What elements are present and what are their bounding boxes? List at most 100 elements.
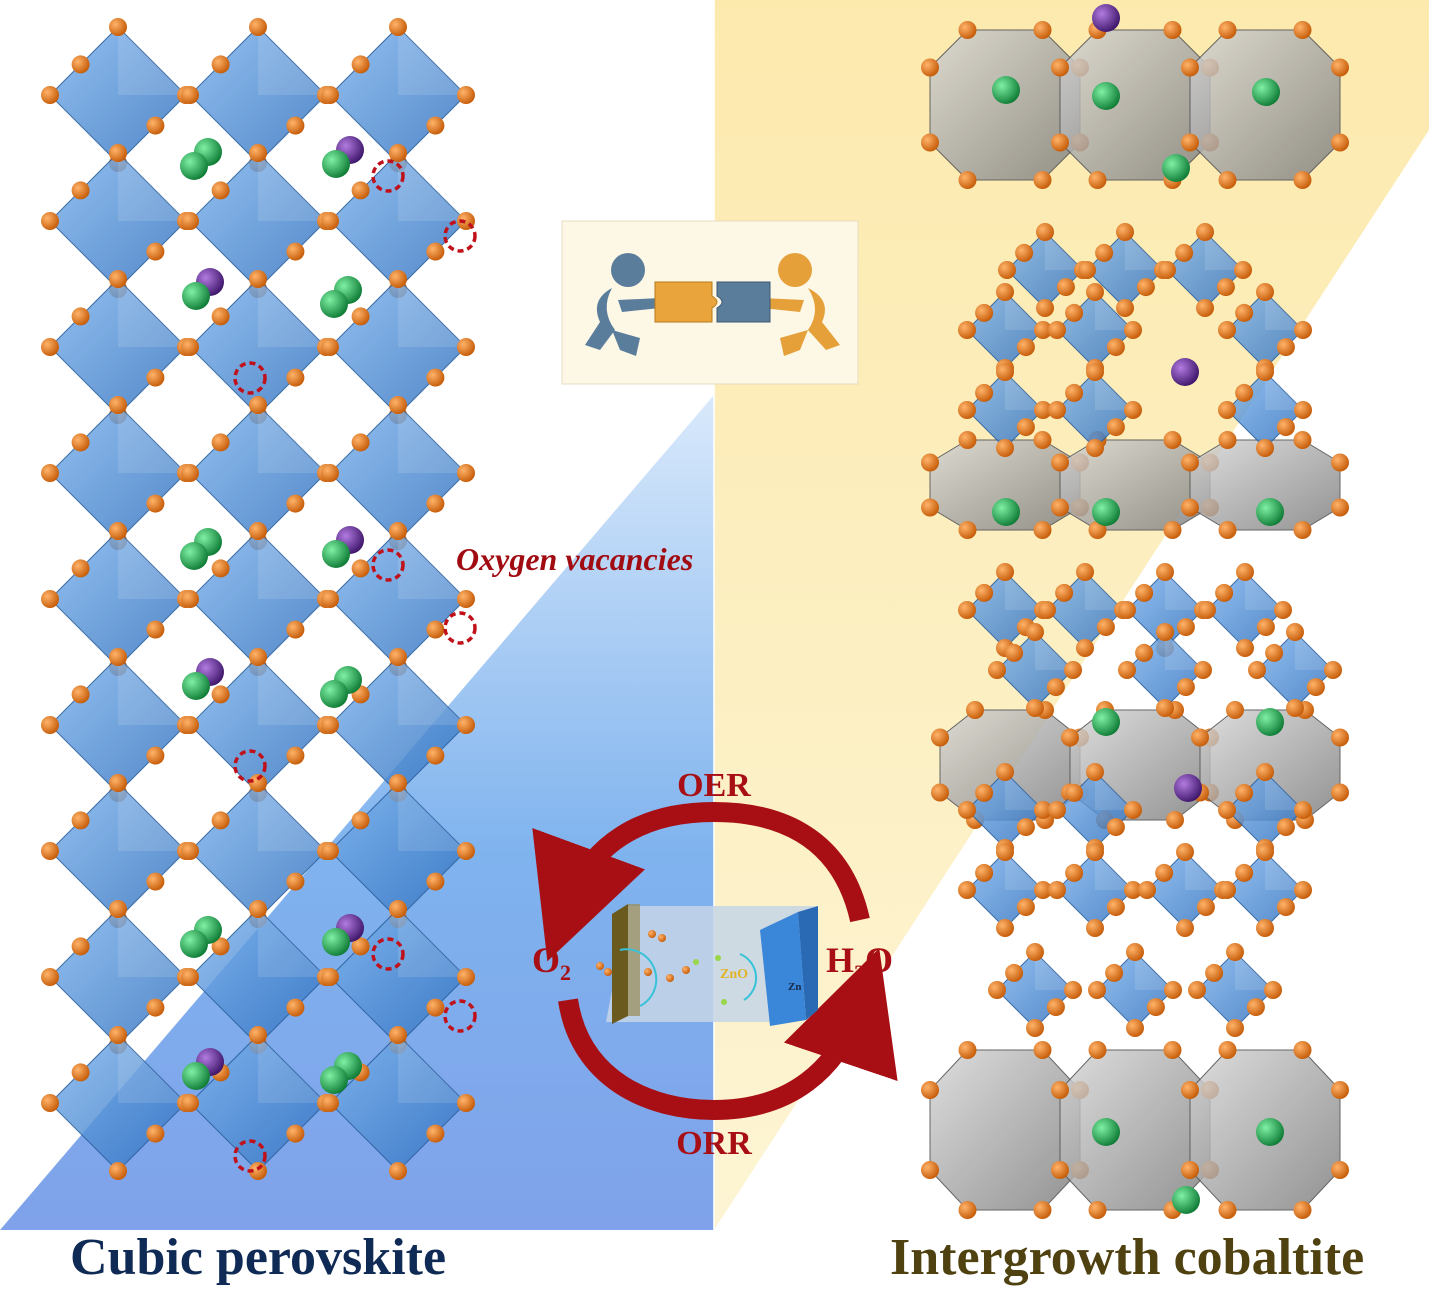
oxygen-atom <box>211 433 230 452</box>
oxygen-atom <box>389 1162 407 1180</box>
polyhedron-highlight <box>398 153 466 221</box>
oxygen-atom <box>1256 763 1274 781</box>
oxygen-atom <box>146 494 165 513</box>
oxygen-atom <box>1274 601 1292 619</box>
polyhedron-highlight <box>1265 772 1303 810</box>
polyhedron-highlight <box>1095 772 1133 810</box>
polyhedron-highlight <box>258 153 326 221</box>
oxygen-atom <box>71 1063 90 1082</box>
oxygen-atom <box>1163 1041 1182 1059</box>
oxygen-atom <box>1034 321 1052 339</box>
a-site-green-atom <box>182 1062 210 1090</box>
oer-arrow <box>532 801 870 962</box>
oxygen-atom <box>1016 338 1035 357</box>
a-site-green-atom <box>322 150 350 178</box>
oxygen-atom <box>958 601 976 619</box>
oxygen-atom <box>426 998 445 1017</box>
oxygen-atom <box>41 1094 59 1112</box>
oxygen-atom <box>1096 618 1115 637</box>
oxygen-atom <box>286 242 305 261</box>
oxygen-atom <box>426 620 445 639</box>
oxygen-atom <box>1048 401 1066 419</box>
a-site-green-atom <box>1092 82 1120 110</box>
oxygen-atom <box>351 55 370 74</box>
oxygen-atom <box>1256 439 1274 457</box>
oxygen-atom <box>286 494 305 513</box>
polyhedron-highlight <box>398 405 466 473</box>
oxygen-atom <box>1086 763 1104 781</box>
oxygen-atom <box>1064 981 1082 999</box>
oxygen-atom <box>1106 338 1125 357</box>
oxygen-atom <box>389 270 407 288</box>
oxygen-atom <box>1033 171 1052 189</box>
oxygen-atom <box>211 181 230 200</box>
oxygen-atom <box>1056 278 1075 297</box>
polyhedron-highlight <box>1165 572 1203 610</box>
oxygen-atom <box>1046 678 1065 697</box>
blue-octahedron <box>998 223 1092 317</box>
a-site-green-atom <box>1092 1118 1120 1146</box>
oxygen-atom <box>996 283 1014 301</box>
a-site-green-atom <box>992 498 1020 526</box>
h2o-sub: 2 <box>854 960 865 985</box>
oxygen-atom <box>457 1094 475 1112</box>
oxygen-atom <box>109 144 127 162</box>
oxygen-atom <box>321 1094 339 1112</box>
oxygen-atom <box>249 774 267 792</box>
oxygen-atom <box>211 559 230 578</box>
oxygen-atom <box>1294 881 1312 899</box>
oxygen-atom <box>146 746 165 765</box>
oxygen-atom <box>1294 801 1312 819</box>
oxygen-atom <box>921 133 939 152</box>
oxygen-atom <box>1038 601 1056 619</box>
oxygen-atom <box>389 144 407 162</box>
h2o-o: O <box>865 940 893 980</box>
oxygen-atom <box>1036 299 1054 317</box>
oxygen-atom <box>1256 843 1274 861</box>
oxygen-atom <box>958 881 976 899</box>
oxygen-atom <box>1235 863 1254 882</box>
oxygen-atom <box>426 746 445 765</box>
blue-octahedron <box>41 774 195 928</box>
polyhedron-highlight <box>258 909 326 977</box>
blue-octahedron <box>1118 563 1212 657</box>
oxygen-atom <box>1324 661 1342 679</box>
oxygen-atom <box>146 1124 165 1143</box>
oxygen-atom <box>975 383 994 402</box>
oxygen-atom <box>1226 1019 1244 1037</box>
oxygen-atom <box>321 968 339 986</box>
oxygen-atom <box>109 18 127 36</box>
oxygen-atom <box>921 1161 939 1179</box>
oxygen-atom <box>1163 21 1182 39</box>
blue-octahedron <box>321 18 475 172</box>
oxygen-atom <box>249 396 267 414</box>
oxygen-atom <box>1166 811 1184 829</box>
oxygen-atom <box>1196 299 1214 317</box>
oxygen-atom <box>975 303 994 322</box>
polyhedron-highlight <box>258 657 326 725</box>
oxygen-atom <box>1088 981 1106 999</box>
oxygen-atom <box>996 363 1014 381</box>
polyhedron-highlight <box>258 531 326 599</box>
polyhedron-highlight <box>398 279 466 347</box>
oxygen-atom <box>1276 818 1295 837</box>
oxygen-atom <box>41 212 59 230</box>
oxygen-atom <box>1064 661 1082 679</box>
oxygen-atom <box>286 1124 305 1143</box>
zn-label: Zn <box>788 981 801 993</box>
gray-polyhedron <box>921 431 1089 539</box>
oxygen-atom <box>426 242 445 261</box>
blue-octahedron <box>958 363 1052 457</box>
polyhedron-highlight <box>118 909 186 977</box>
oxygen-atom <box>1034 881 1052 899</box>
oxygen-atom <box>1293 1201 1312 1219</box>
oxygen-atom <box>1088 171 1107 189</box>
oxygen-atom <box>1235 303 1254 322</box>
polyhedron-highlight <box>118 27 186 95</box>
polyhedron-highlight <box>1265 292 1303 330</box>
blue-octahedron <box>988 943 1082 1037</box>
polyhedron-highlight <box>1265 372 1303 410</box>
orr-arrow <box>558 948 898 1121</box>
blue-octahedron <box>181 522 335 676</box>
oxygen-atom <box>1076 563 1094 581</box>
